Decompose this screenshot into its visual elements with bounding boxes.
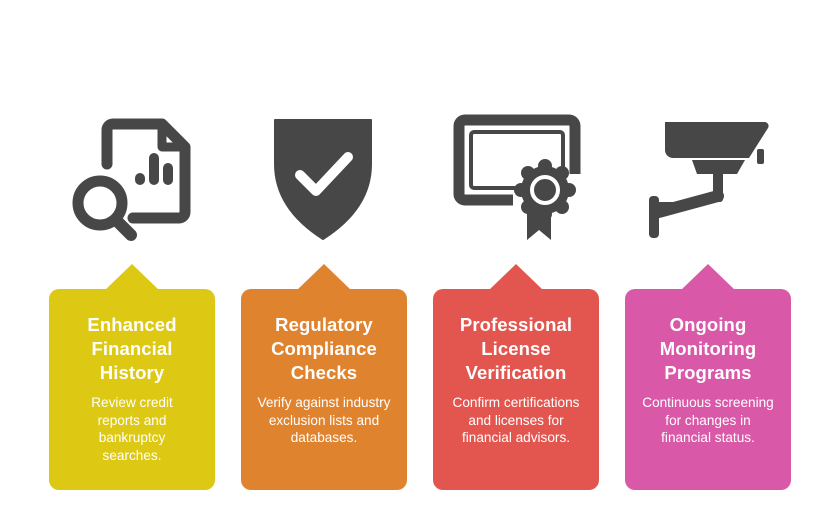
card-pointer — [489, 264, 543, 290]
card-pointer — [105, 264, 159, 290]
step-card-regulatory-compliance: Regulatory Compliance Checks Verify agai… — [241, 264, 407, 490]
step-card-ongoing-monitoring: Ongoing Monitoring Programs Continuous s… — [625, 264, 791, 490]
card-description: Review credit reports and bankruptcy sea… — [91, 395, 173, 463]
card-pointer — [681, 264, 735, 290]
document-chart-search-icon — [62, 112, 202, 247]
card-pointer — [297, 264, 351, 290]
card-description: Verify against industry exclusion lists … — [257, 395, 391, 446]
security-camera-icon — [637, 112, 777, 247]
step-card-financial-history: Enhanced Financial History Review credit… — [49, 264, 215, 490]
card-title: Enhanced Financial History — [87, 314, 177, 383]
card-title: Regulatory Compliance Checks — [271, 314, 377, 383]
card-description: Confirm certifications and licenses for … — [452, 395, 580, 446]
step-card-license-verification: Professional License Verification Confir… — [433, 264, 599, 490]
card-title: Professional License Verification — [459, 314, 573, 383]
card-title: Ongoing Monitoring Programs — [659, 314, 757, 383]
certificate-icon — [445, 112, 585, 247]
shield-check-icon — [253, 112, 393, 247]
card-description: Continuous screening for changes in fina… — [642, 395, 774, 446]
